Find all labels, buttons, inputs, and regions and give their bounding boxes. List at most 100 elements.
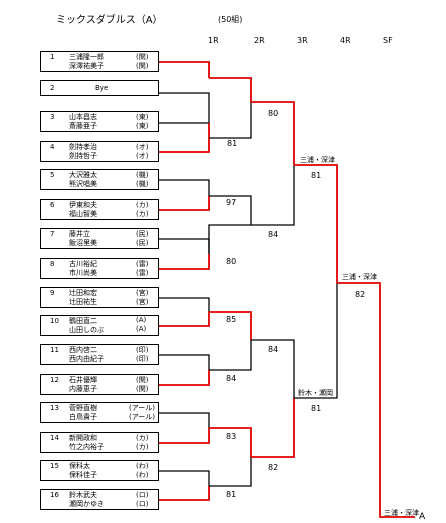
entry-1: 1 三浦隆一郎 (関) 深澤祐美子 (関) (40, 51, 159, 72)
player-name: 保科佳子 (69, 471, 97, 479)
seed-number: 15 (50, 462, 59, 470)
match-score: 97 (226, 198, 237, 207)
match-score: 81 (311, 404, 322, 413)
club-code: (カ) (136, 210, 149, 218)
r3-line-bottom (251, 339, 295, 398)
final-block-label: A (419, 512, 426, 522)
club-code: (民) (136, 239, 149, 247)
player-name: 石井優輝 (69, 376, 97, 384)
match-score: 81 (311, 171, 322, 180)
entry-5: 5 大沢雅太 (機) 熊沢唱美 (機) (40, 169, 159, 190)
match-score: 80 (268, 109, 279, 118)
r1-winner-line-8 (159, 254, 210, 270)
club-code: (オ) (136, 143, 149, 151)
entry-9: 9 辻田和宏 (宮) 辻田祐生 (宮) (40, 287, 159, 308)
club-code: (宮) (136, 289, 149, 297)
r2-line-3b (209, 340, 252, 371)
player-name: 鶴田直二 (69, 317, 97, 325)
player-name: 西内由紀子 (69, 355, 104, 363)
seed-number: 10 (50, 317, 59, 325)
club-code: (関) (136, 53, 149, 61)
player-name: 白鳥貴子 (69, 413, 97, 421)
player-name: 飯沼里美 (69, 239, 97, 247)
r2-line-1 (209, 77, 252, 102)
r4-line-top (294, 164, 338, 283)
entry-2: 2 Bye (40, 80, 159, 96)
sf-line (337, 282, 415, 518)
round-header-1r: 1R (208, 36, 219, 45)
club-code: (A) (136, 316, 147, 324)
seed-number: 8 (50, 260, 55, 268)
club-code: (ロ) (136, 500, 149, 508)
club-code: (印) (136, 346, 149, 354)
r1-line-6 (159, 179, 210, 196)
club-code: (カ) (136, 443, 149, 451)
match-score: 84 (226, 374, 237, 383)
r2-line-4 (209, 427, 252, 457)
club-code: (関) (136, 385, 149, 393)
r1-winner-line-12 (159, 370, 210, 386)
club-code: (わ) (136, 471, 149, 479)
r2-line-1b (209, 102, 252, 139)
r2-line-4b (209, 457, 252, 487)
club-code: (雷) (136, 260, 149, 268)
r1-winner-line-16 (159, 486, 210, 501)
club-code: (東) (136, 113, 149, 121)
club-code: (関) (136, 376, 149, 384)
seed-number: 7 (50, 230, 55, 238)
player-name: 深澤祐美子 (69, 62, 104, 70)
seed-number: 2 (50, 84, 55, 92)
seed-number: 6 (50, 201, 55, 209)
r3-line-bottom-b (251, 398, 295, 458)
round-header-sf: SF (383, 36, 393, 45)
club-code: (カ) (136, 434, 149, 442)
player-name: 保科太 (69, 462, 90, 470)
player-name: 辻田祐生 (69, 298, 97, 306)
seed-number: 3 (50, 113, 55, 121)
r1-line-top (159, 61, 210, 78)
match-score: 85 (226, 315, 237, 324)
club-code: (雷) (136, 269, 149, 277)
player-name: 新開政和 (69, 434, 97, 442)
entry-12: 12 石井優輝 (関) 内藤恵子 (関) (40, 374, 159, 395)
player-name: 山田しのぶ (69, 326, 104, 334)
seed-number: 14 (50, 434, 59, 442)
r1-line-8 (159, 238, 210, 254)
r3-line-top (251, 101, 295, 165)
r4-line-bottom (294, 283, 338, 399)
seed-number: 16 (50, 491, 59, 499)
player-name: 内藤恵子 (69, 385, 97, 393)
club-code: (アール) (129, 404, 156, 412)
entry-11: 11 西内啓二 (印) 西内由紀子 (印) (40, 344, 159, 365)
player-name: 瀬岡かゆき (69, 500, 104, 508)
player-name: 鈴木武夫 (69, 491, 97, 499)
r1-line-10 (159, 297, 210, 312)
r1-winner-line-14 (159, 428, 210, 444)
match-score: 81 (227, 139, 238, 148)
player-name: 劍持哲子 (69, 152, 97, 160)
player-name: 古川裕紀 (69, 260, 97, 268)
match-score: 80 (226, 257, 237, 266)
player-name: 大沢雅太 (69, 171, 97, 179)
club-code: (アール) (129, 413, 156, 421)
club-code: (宮) (136, 298, 149, 306)
winner-label-3r-top: 三浦・深津 (300, 156, 335, 164)
player-name: 斎藤亜子 (69, 122, 97, 130)
seed-number: 5 (50, 171, 55, 179)
entry-16: 16 鈴木武夫 (ロ) 瀬岡かゆき (ロ) (40, 489, 159, 510)
player-name: 竹之内裕子 (69, 443, 104, 451)
r1-winner-line-10 (159, 312, 210, 327)
r2-line-3 (209, 311, 252, 340)
player-name: 劍持孝治 (69, 143, 97, 151)
club-code: (オ) (136, 152, 149, 160)
entry-4: 4 劍持孝治 (オ) 劍持哲子 (オ) (40, 141, 159, 162)
player-name: 熊沢唱美 (69, 180, 97, 188)
entry-3: 3 山本昌志 (東) 斎藤亜子 (東) (40, 111, 159, 132)
entry-6: 6 伊東和夫 (カ) 福山智美 (カ) (40, 199, 159, 220)
entry-count: (50組) (218, 15, 243, 24)
player-name: 市川尚美 (69, 269, 97, 277)
r1-line-14 (159, 412, 210, 428)
seed-number: 11 (50, 346, 59, 354)
r1-winner-line-6 (159, 196, 210, 211)
